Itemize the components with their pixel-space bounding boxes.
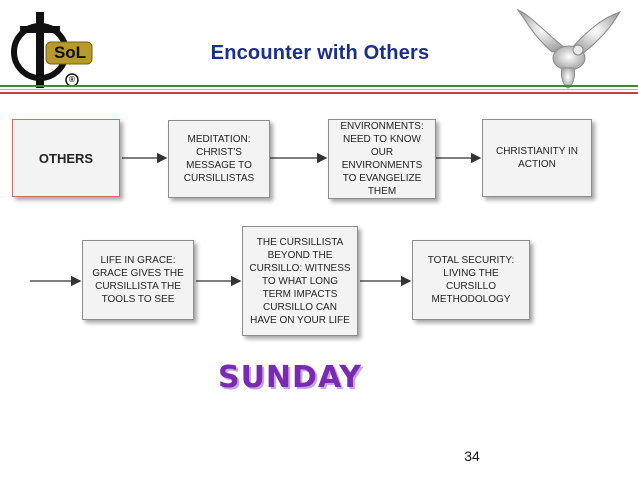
flow-box-label: ENVIRONMENTS: NEED TO KNOW OUR ENVIRONME… xyxy=(340,121,424,197)
sol-logo: SoL ® xyxy=(10,8,98,92)
flow-box-life-in-grace: LIFE IN GRACE: GRACE GIVES THE CURSILLIS… xyxy=(82,240,194,320)
dove-icon xyxy=(516,8,622,89)
flow-box-environments: ENVIRONMENTS: NEED TO KNOW OUR ENVIRONME… xyxy=(328,119,436,199)
flow-box-beyond: THE CURSILLISTA BEYOND THE CURSILLO: WIT… xyxy=(242,226,358,336)
dove-image xyxy=(512,6,624,90)
logo-text: SoL xyxy=(53,43,87,62)
flow-box-total-security: TOTAL SECURITY: LIVING THE CURSILLO METH… xyxy=(412,240,530,320)
page-number: 34 xyxy=(464,448,480,464)
flow-box-label: MEDITATION: CHRIST'S MESSAGE TO CURSILLI… xyxy=(183,134,255,184)
header-rule-red xyxy=(0,92,638,94)
flow-box-others: OTHERS xyxy=(12,119,120,197)
flow-box-label: LIFE IN GRACE: GRACE GIVES THE CURSILLIS… xyxy=(92,255,184,305)
flow-box-label: TOTAL SECURITY: LIVING THE CURSILLO METH… xyxy=(427,255,515,305)
day-label: SUNDAY xyxy=(217,360,363,395)
header-rule-middle xyxy=(0,89,638,90)
flow-box-christianity: CHRISTIANITY IN ACTION xyxy=(482,119,592,197)
flow-box-meditation: MEDITATION: CHRIST'S MESSAGE TO CURSILLI… xyxy=(168,120,270,198)
flow-box-label: OTHERS xyxy=(38,150,94,166)
flow-box-label: CHRISTIANITY IN ACTION xyxy=(495,146,579,170)
page-title: Encounter with Others xyxy=(210,42,430,64)
flow-box-label: THE CURSILLISTA BEYOND THE CURSILLO: WIT… xyxy=(249,236,351,326)
header-rule-green xyxy=(0,85,638,87)
registered-mark: ® xyxy=(69,75,75,84)
cross-logo-icon xyxy=(11,12,93,88)
